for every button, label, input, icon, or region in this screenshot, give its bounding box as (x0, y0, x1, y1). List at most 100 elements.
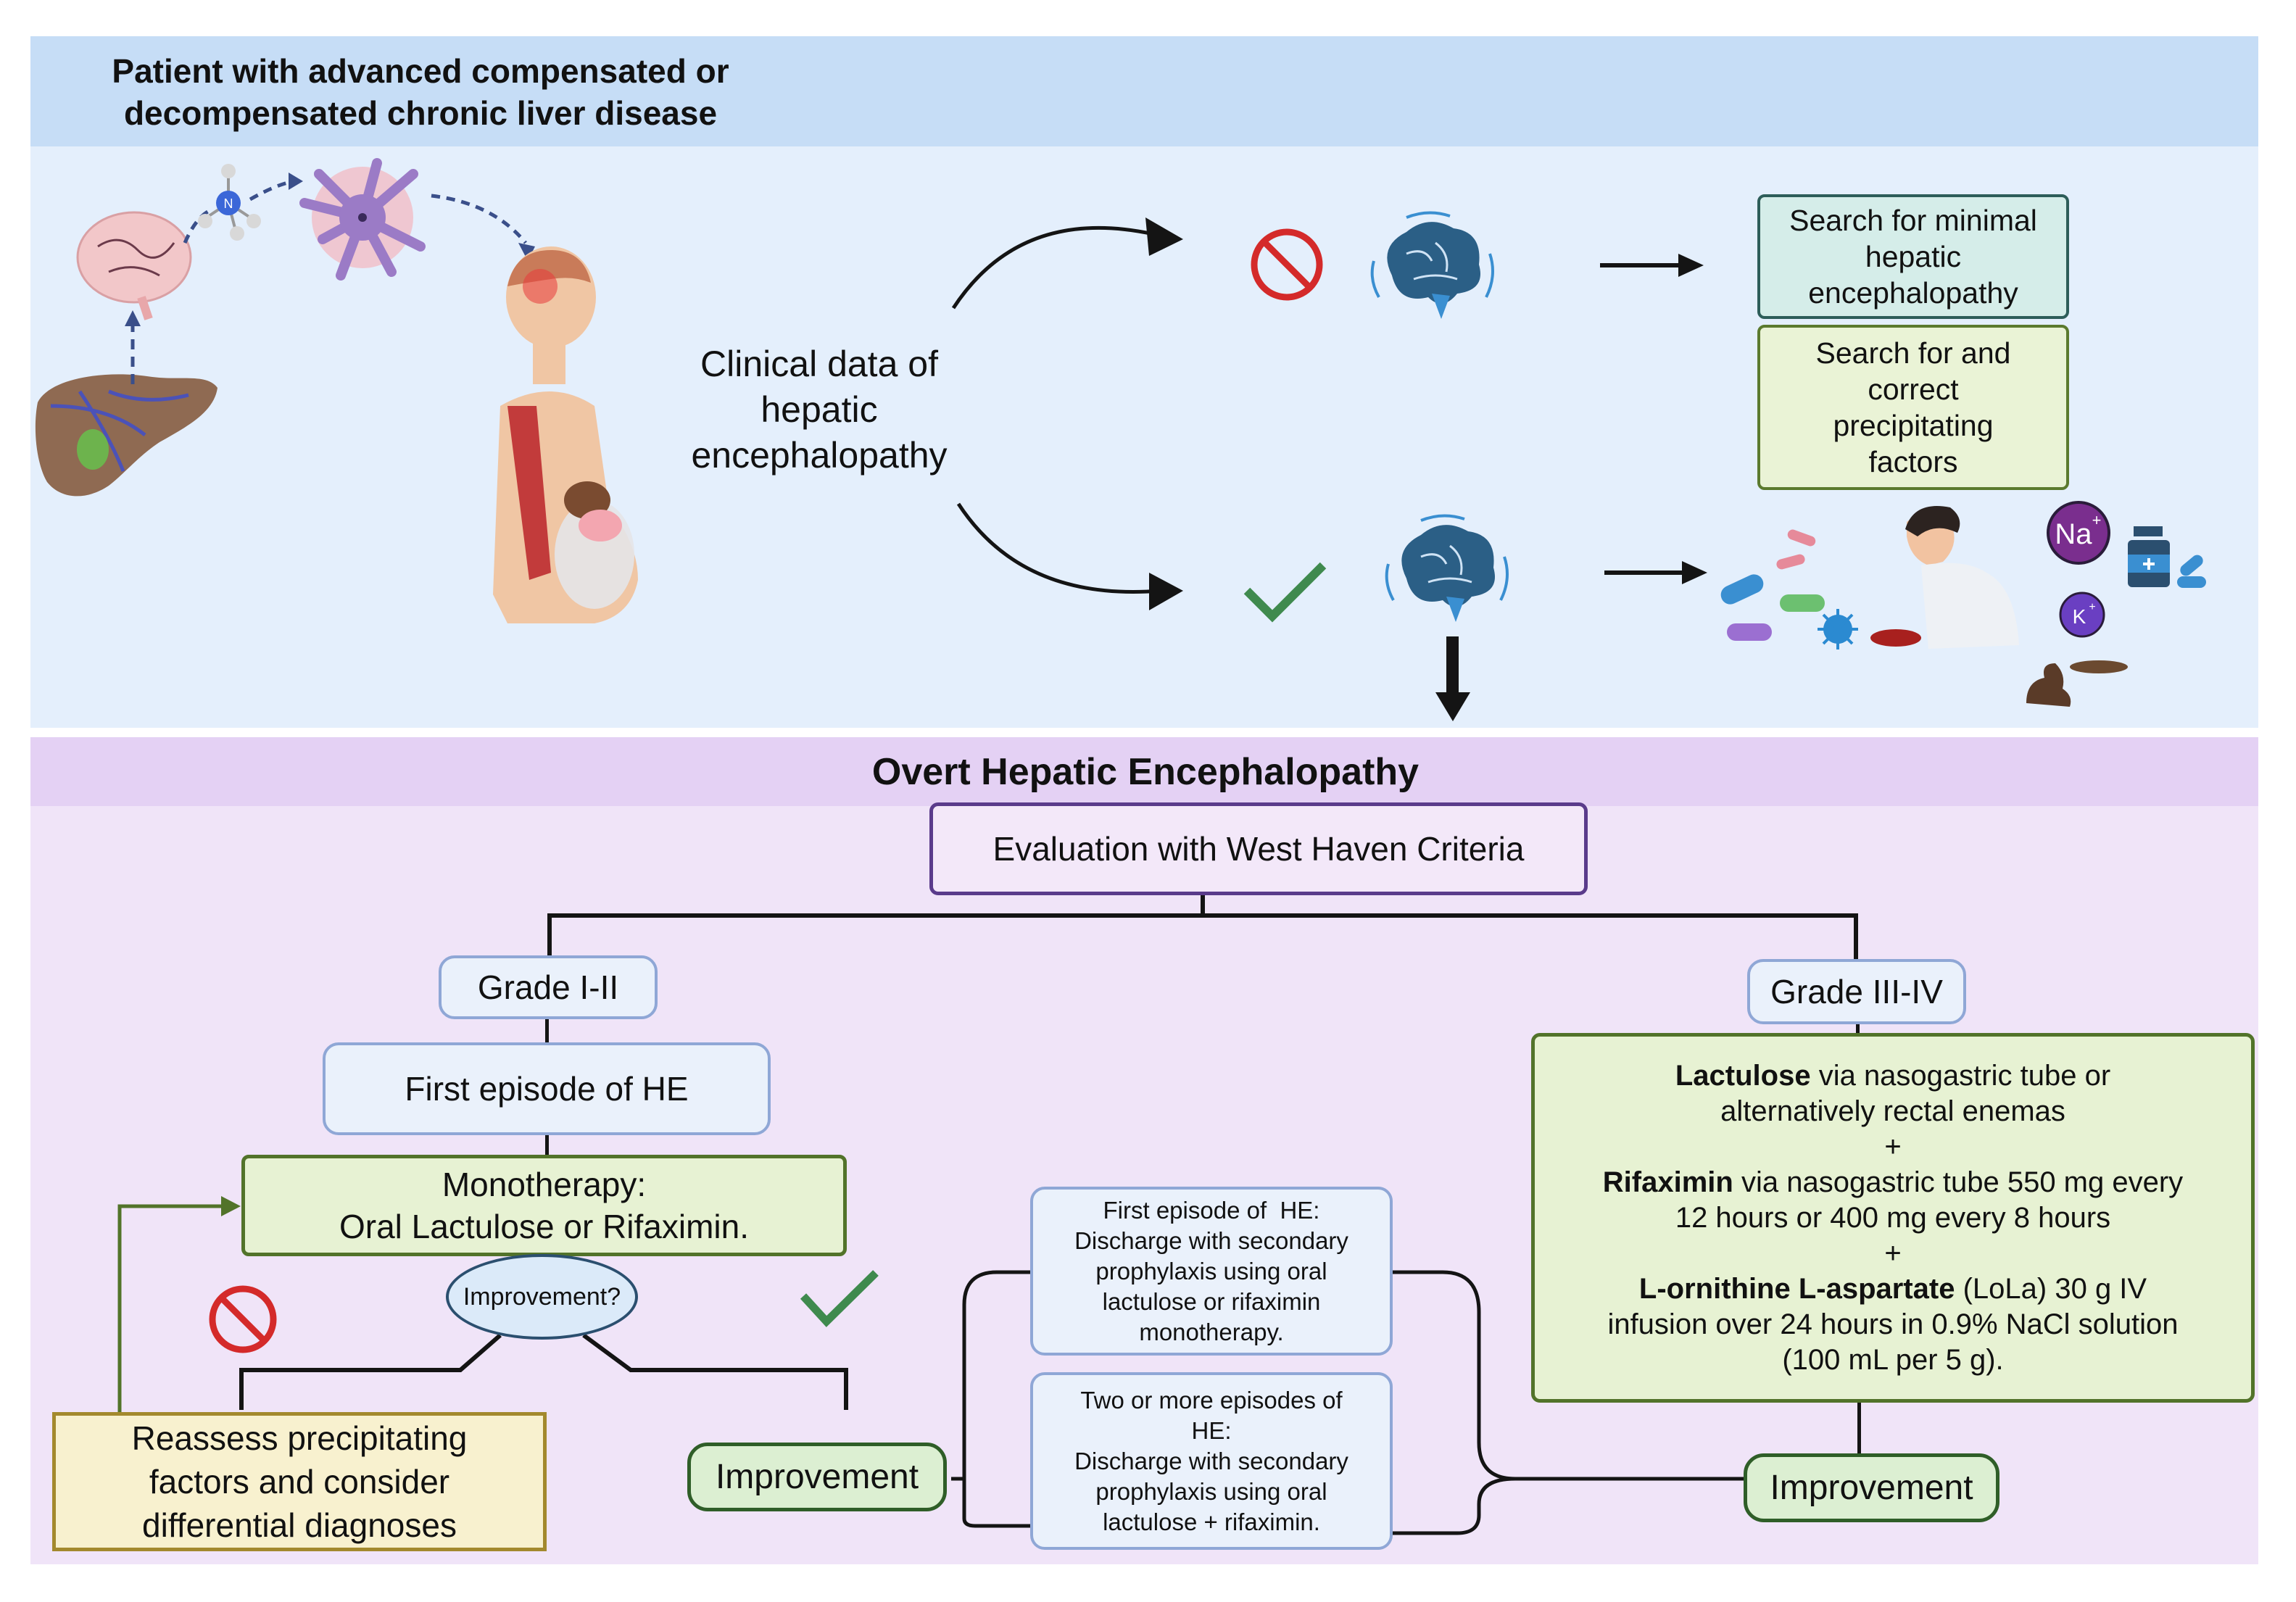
monotherapy-line-2: Oral Lactulose or Rifaximin. (339, 1208, 749, 1245)
connector-grade-low-to-first (545, 1018, 549, 1042)
discharge-first-line-1: First episode of HE: (1103, 1196, 1320, 1224)
lola-line: L-ornithine L-aspartate (LoLa) 30 g IV (1639, 1271, 2147, 1307)
stool-icon (2026, 660, 2128, 707)
check-icon-improvement (800, 1270, 879, 1327)
minimal-he-line-2: hepatic (1865, 240, 1962, 273)
sodium-ion-icon: Na + (2047, 501, 2110, 565)
potassium-label: K (2073, 605, 2086, 628)
discharge-first-line-3: prophylaxis using oral (1095, 1257, 1327, 1284)
lola-line-3: (100 mL per 5 g). (1782, 1343, 2004, 1376)
arrow-to-overt-he (1446, 636, 1459, 694)
lola-line-2: infusion over 24 hours in 0.9% NaCl solu… (1607, 1308, 2179, 1340)
connector-to-grade-low (547, 913, 552, 955)
connector-grade-high-to-treatment (1856, 1024, 1860, 1033)
liver-icon (35, 374, 218, 497)
first-episode-box: First episode of HE (323, 1042, 771, 1135)
lactulose-bold: Lactulose (1675, 1059, 1811, 1092)
potassium-ion-icon: K + (2059, 592, 2105, 638)
overt-he-title-text: Overt Hepatic Encephalopathy (871, 751, 1420, 793)
minimal-he-line-3: encephalopathy (1808, 276, 2018, 310)
patient-description-title: Patient with advanced compensated or dec… (65, 45, 776, 139)
reassess-box: Reassess precipitating factors and consi… (52, 1412, 547, 1551)
right-bracket (1392, 1270, 1744, 1535)
discharge-recurrent-line-5: lactulose + rifaximin. (1103, 1508, 1320, 1535)
precipitating-factors-box: Search for and correct precipitating fac… (1757, 325, 2069, 490)
potassium-charge: + (2089, 601, 2095, 613)
grade-low-label: Grade I-II (477, 968, 619, 1006)
connector-grade-split (547, 913, 1858, 918)
discharge-recurrent-line-4: prophylaxis using oral (1095, 1477, 1327, 1505)
reassess-line-3: differential diagnoses (142, 1506, 457, 1544)
reassess-line-1: Reassess precipitating (131, 1419, 468, 1457)
lactulose-line: Lactulose via nasogastric tube or (1675, 1058, 2110, 1094)
connector-to-grade-high (1854, 913, 1858, 959)
brain-icon (76, 211, 192, 320)
discharge-first-line-5: monotherapy. (1139, 1318, 1284, 1345)
lola-bold: L-ornithine L-aspartate (1638, 1272, 1955, 1305)
branch-no-line (239, 1333, 502, 1410)
grade-high-box: Grade III-IV (1747, 959, 1966, 1024)
left-bracket (951, 1270, 1030, 1528)
title-line-1: Patient with advanced compensated or (112, 52, 729, 90)
improvement-low-label: Improvement (715, 1458, 919, 1496)
rifaximin-line-2: 12 hours or 400 mg every 8 hours (1675, 1201, 2111, 1234)
discharge-recurrent-line-1: Two or more episodes of (1080, 1386, 1343, 1414)
reassess-line-2: factors and consider (149, 1463, 450, 1501)
blood-icon (1870, 629, 1921, 647)
west-haven-evaluation-text: Evaluation with West Haven Criteria (992, 830, 1525, 868)
branch-arrows (951, 217, 1707, 721)
grade-low-box: Grade I-II (439, 955, 658, 1019)
top-header-band (30, 36, 2258, 146)
curved-arrow-upper (951, 225, 1161, 310)
improvement-decision: Improvement? (446, 1254, 638, 1340)
brain-icon-affected (1385, 514, 1509, 622)
plus-1: + (1884, 1130, 1902, 1163)
connector-eval-down (1201, 895, 1205, 916)
clinical-data-line-2: hepatic (761, 389, 878, 430)
clinical-data-label: Clinical data of hepatic encephalopathy (663, 341, 975, 478)
lactulose-line-2: alternatively rectal enemas (1720, 1095, 2065, 1127)
connector-treatment-to-improvement (1857, 1403, 1861, 1453)
astrocyte-icon (299, 158, 426, 281)
discharge-recurrent-box: Two or more episodes of HE: Discharge wi… (1030, 1372, 1393, 1550)
monotherapy-box: Monotherapy: Oral Lactulose or Rifaximin… (241, 1155, 847, 1256)
precipitating-line-1: Search for and (1815, 336, 2011, 370)
check-icon (1243, 562, 1327, 623)
overt-he-title: Overt Hepatic Encephalopathy (783, 743, 1508, 801)
sodium-label: Na (2055, 518, 2092, 550)
bottom-header-band (30, 737, 2258, 806)
sodium-charge: + (2092, 511, 2102, 529)
patient-body-icon (493, 246, 638, 623)
bacteria-icon (1720, 529, 1825, 641)
connector-first-to-mono (545, 1135, 549, 1155)
virus-icon (1818, 609, 1858, 649)
minimal-he-box: Search for minimal hepatic encephalopath… (1757, 194, 2069, 319)
improvement-high-label: Improvement (1770, 1469, 1973, 1507)
plus-2: + (1884, 1237, 1902, 1269)
west-haven-evaluation-box: Evaluation with West Haven Criteria (929, 802, 1588, 895)
improvement-high-box: Improvement (1744, 1453, 1999, 1522)
curved-arrow-upper-head (1145, 217, 1183, 256)
brain-icon (1370, 211, 1494, 319)
precipitating-line-3: precipitating (1833, 409, 1994, 442)
clinical-data-line-3: encephalopathy (691, 434, 948, 476)
discharge-recurrent-line-3: Discharge with secondary (1074, 1447, 1348, 1474)
precipitating-line-4: factors (1868, 445, 1958, 478)
rifaximin-bold: Rifaximin (1602, 1166, 1733, 1198)
first-episode-label: First episode of HE (405, 1070, 689, 1108)
title-line-2: decompensated chronic liver disease (123, 94, 718, 132)
improvement-decision-label: Improvement? (463, 1282, 621, 1311)
ammonia-molecule-icon: N (198, 164, 261, 241)
prohibition-icon-no-improvement (209, 1285, 277, 1353)
precipitating-factors-illustration: Na + K + (1720, 501, 2206, 707)
grade-high-label: Grade III-IV (1770, 973, 1943, 1010)
medication-icon (2128, 526, 2206, 588)
prohibition-icon (1251, 228, 1323, 301)
curved-arrow-lower (956, 502, 1161, 594)
discharge-first-line-4: lactulose or rifaximin (1102, 1287, 1321, 1315)
precipitating-line-2: correct (1868, 373, 1959, 406)
svg-text:N: N (224, 196, 233, 211)
discharge-first-episode-box: First episode of HE: Discharge with seco… (1030, 1187, 1393, 1356)
branch-yes-line (582, 1333, 848, 1410)
